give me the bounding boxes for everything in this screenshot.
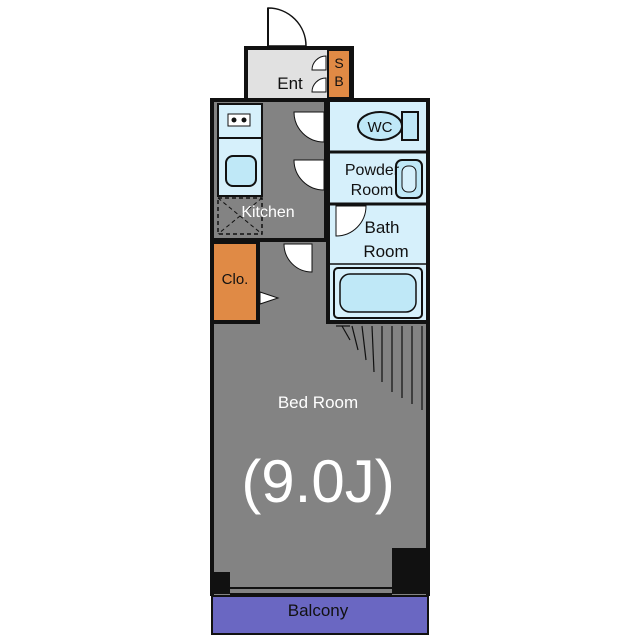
burner-2 bbox=[241, 117, 247, 123]
bedroom-door-swing bbox=[283, 243, 313, 273]
bathtub-inner bbox=[339, 273, 417, 313]
toilet-tank bbox=[401, 111, 419, 141]
fridge-cross-2 bbox=[217, 197, 263, 235]
pillar-left bbox=[212, 572, 230, 594]
closet-label: Clo. bbox=[222, 271, 249, 288]
shoe-door-swing-1 bbox=[311, 55, 327, 71]
bath-room-label-2: Room bbox=[363, 242, 408, 261]
shoe-door-swing-2 bbox=[311, 77, 327, 93]
corridor-door-swing-1 bbox=[293, 111, 325, 143]
kitchen-sink bbox=[225, 155, 257, 187]
wc-label: WC bbox=[368, 119, 393, 136]
bedroom-label: Bed Room bbox=[278, 393, 358, 412]
burner-1 bbox=[231, 117, 237, 123]
bath-door-swing bbox=[335, 205, 367, 237]
shoe-box-s-label: S bbox=[334, 55, 343, 71]
kitchen-label: Kitchen bbox=[241, 204, 294, 221]
entrance-label: Ent bbox=[277, 74, 303, 93]
hatch-lines bbox=[336, 325, 423, 410]
bedroom-size-label: (9.0J) bbox=[241, 448, 394, 515]
bath-room-label-1: Bath bbox=[365, 218, 400, 237]
corridor-door-swing-2 bbox=[293, 159, 325, 191]
balcony bbox=[211, 595, 429, 635]
stove-burners bbox=[227, 113, 251, 127]
powder-room-label-1: Powder bbox=[345, 162, 400, 179]
washbasin-inner bbox=[401, 165, 417, 193]
entrance-door-swing bbox=[267, 7, 307, 47]
closet-door-swing bbox=[259, 291, 280, 305]
balcony-label: Balcony bbox=[288, 601, 349, 620]
pillar-right bbox=[392, 548, 428, 594]
powder-room-label-2: Room bbox=[351, 182, 394, 199]
shoe-box-b-label: B bbox=[334, 73, 343, 89]
